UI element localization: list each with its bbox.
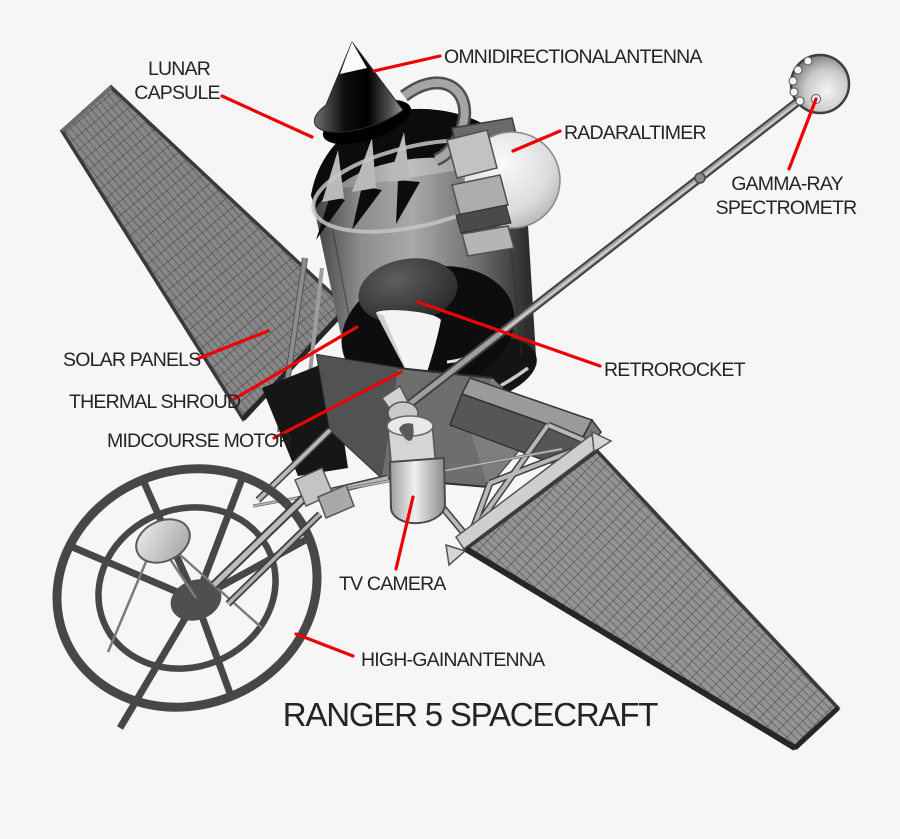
label-gamma-ray-line2: SPECTROMETR [716, 197, 857, 219]
antenna-handle-loop [400, 76, 472, 167]
omnidirectional-antenna-cone [313, 40, 412, 145]
leader-solar-panels [195, 329, 270, 361]
leader-tv-camera [394, 495, 415, 571]
label-radar-altimeter: RADARALTIMER [564, 122, 706, 144]
label-lunar-capsule-line2: CAPSULE [134, 82, 220, 104]
diagram-title: RANGER 5 SPACECRAFT [283, 696, 659, 733]
leader-omnidirectional-antenna [372, 54, 442, 73]
labels: LUNAR CAPSULE OMNIDIRECTIONALANTENNA RAD… [63, 46, 858, 733]
label-high-gain-antenna: HIGH-GAINANTENNA [361, 649, 545, 671]
high-gain-antenna-dish [52, 464, 355, 730]
label-omnidirectional-antenna: OMNIDIRECTIONALANTENNA [444, 46, 702, 68]
leader-lines [195, 54, 818, 658]
label-tv-camera: TV CAMERA [339, 573, 446, 595]
dish-feed [135, 518, 191, 564]
dish-mount-arm [210, 467, 355, 607]
solar-panel-right [445, 430, 841, 751]
label-retrorocket: RETROROCKET [604, 359, 746, 381]
tv-camera [388, 456, 447, 525]
label-solar-panels: SOLAR PANELS [63, 349, 201, 371]
label-thermal-shroud: THERMAL SHROUD [69, 391, 241, 413]
label-gamma-ray-line1: GAMMA-RAY [731, 173, 843, 195]
leader-thermal-shroud [232, 325, 359, 401]
label-midcourse-motor: MIDCOURSE MOTOR [107, 430, 293, 452]
leader-gamma-ray-spectrometer [787, 97, 818, 171]
radar-altimeter-assembly [446, 117, 561, 257]
leader-retrorocket [416, 300, 602, 368]
leader-high-gain-antenna [294, 632, 355, 658]
gamma-ray-spectrometer-boom [395, 53, 851, 417]
leader-lunar-capsule [220, 94, 314, 139]
label-lunar-capsule-line1: LUNAR [148, 58, 211, 80]
leader-radar-altimeter [511, 129, 562, 153]
dish-hub [170, 579, 222, 621]
leader-midcourse-motor [272, 370, 403, 440]
